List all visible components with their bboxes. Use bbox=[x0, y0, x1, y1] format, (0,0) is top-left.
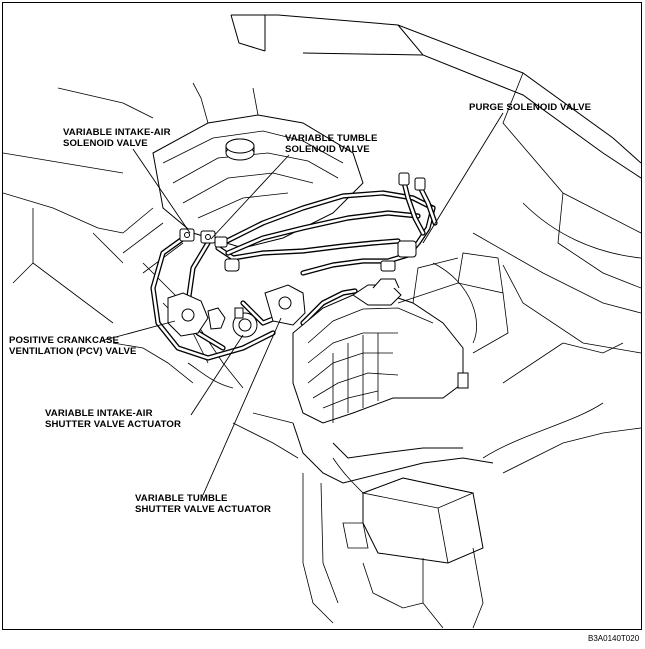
left-structure bbox=[3, 87, 154, 324]
lower-components bbox=[232, 402, 641, 629]
variable-intake-air-shutter-valve-actuator-label: VARIABLE INTAKE-AIR SHUTTER VALVE ACTUAT… bbox=[45, 408, 181, 430]
diagram-frame: VARIABLE INTAKE-AIR SOLENOID VALVE VARIA… bbox=[2, 2, 642, 630]
solenoid-cluster bbox=[179, 172, 426, 272]
variable-tumble-shutter-valve-actuator-label: VARIABLE TUMBLE SHUTTER VALVE ACTUATOR bbox=[135, 493, 271, 515]
body-outline bbox=[230, 14, 641, 384]
figure-code: B3A0140T020 bbox=[588, 634, 640, 643]
variable-tumble-solenoid-valve-label: VARIABLE TUMBLE SOLENOID VALVE bbox=[285, 133, 378, 155]
engine-bay-illustration bbox=[3, 14, 641, 629]
variable-intake-air-solenoid-valve-label: VARIABLE INTAKE-AIR SOLENOID VALVE bbox=[63, 127, 171, 149]
intake-air-cleaner bbox=[292, 252, 509, 424]
pcv-valve-label: POSITIVE CRANKCASE VENTILATION (PCV) VAL… bbox=[9, 335, 137, 357]
actuators bbox=[167, 284, 306, 338]
leader-lines bbox=[100, 112, 504, 496]
purge-solenoid-valve-label: PURGE SOLENOID VALVE bbox=[469, 102, 592, 113]
